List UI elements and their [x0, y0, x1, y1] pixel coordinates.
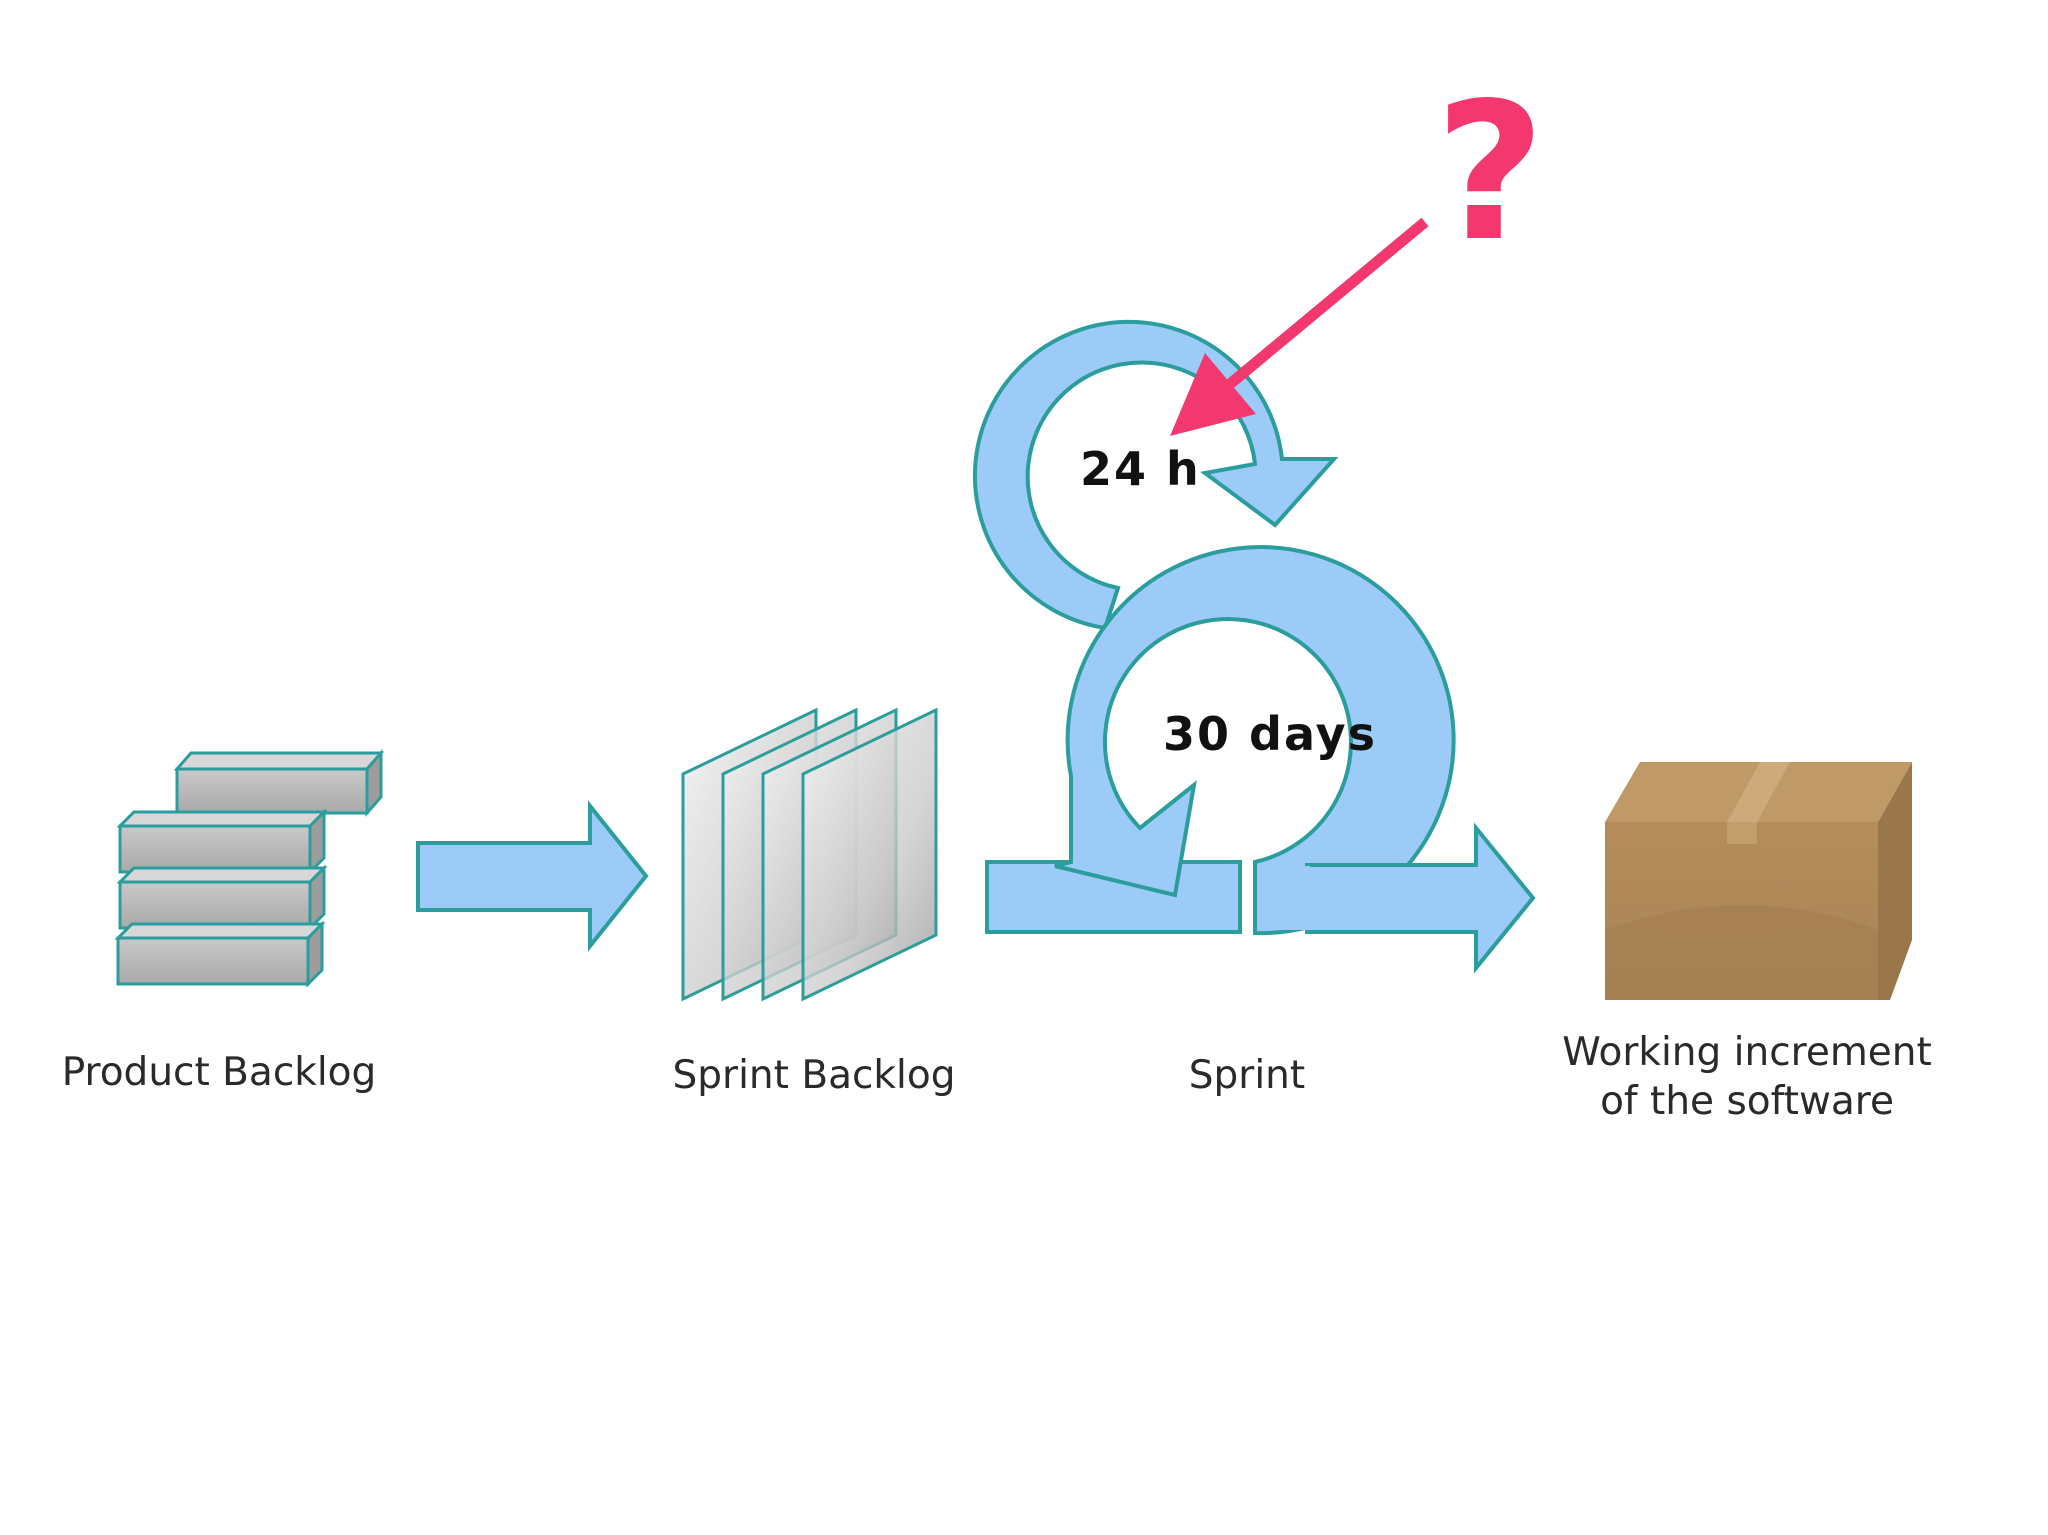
question-mark: ?: [1435, 62, 1545, 283]
brick: [116, 808, 328, 876]
daily-loop-label: 24 h: [1080, 442, 1201, 496]
daily-loop: [972, 319, 1339, 631]
right-arrow-icon: [416, 800, 649, 952]
brick: [116, 864, 328, 932]
stacked-bricks-icon: [114, 749, 385, 988]
sprint-label: Sprint: [1189, 1053, 1305, 1098]
brick: [173, 749, 385, 817]
annotation-arrow-icon: [1170, 217, 1429, 436]
increment-label-line2: of the software: [1600, 1079, 1894, 1124]
sheet: [801, 707, 938, 1002]
product-backlog-label: Product Backlog: [62, 1050, 377, 1095]
stacked-sheets-icon: [681, 707, 938, 1002]
sprint-entry-bar: [985, 860, 1242, 934]
cardboard-box-icon: [1605, 762, 1912, 1000]
sprint-loop-label: 30 days: [1163, 707, 1377, 761]
loop-arrow-icon: [972, 319, 1536, 974]
increment-label-line1: Working increment: [1562, 1030, 1932, 1075]
right-arrow-icon: [1305, 822, 1536, 974]
sprint-loop: [1054, 545, 1456, 936]
sprint-backlog-label: Sprint Backlog: [673, 1053, 956, 1098]
brick: [114, 920, 326, 988]
